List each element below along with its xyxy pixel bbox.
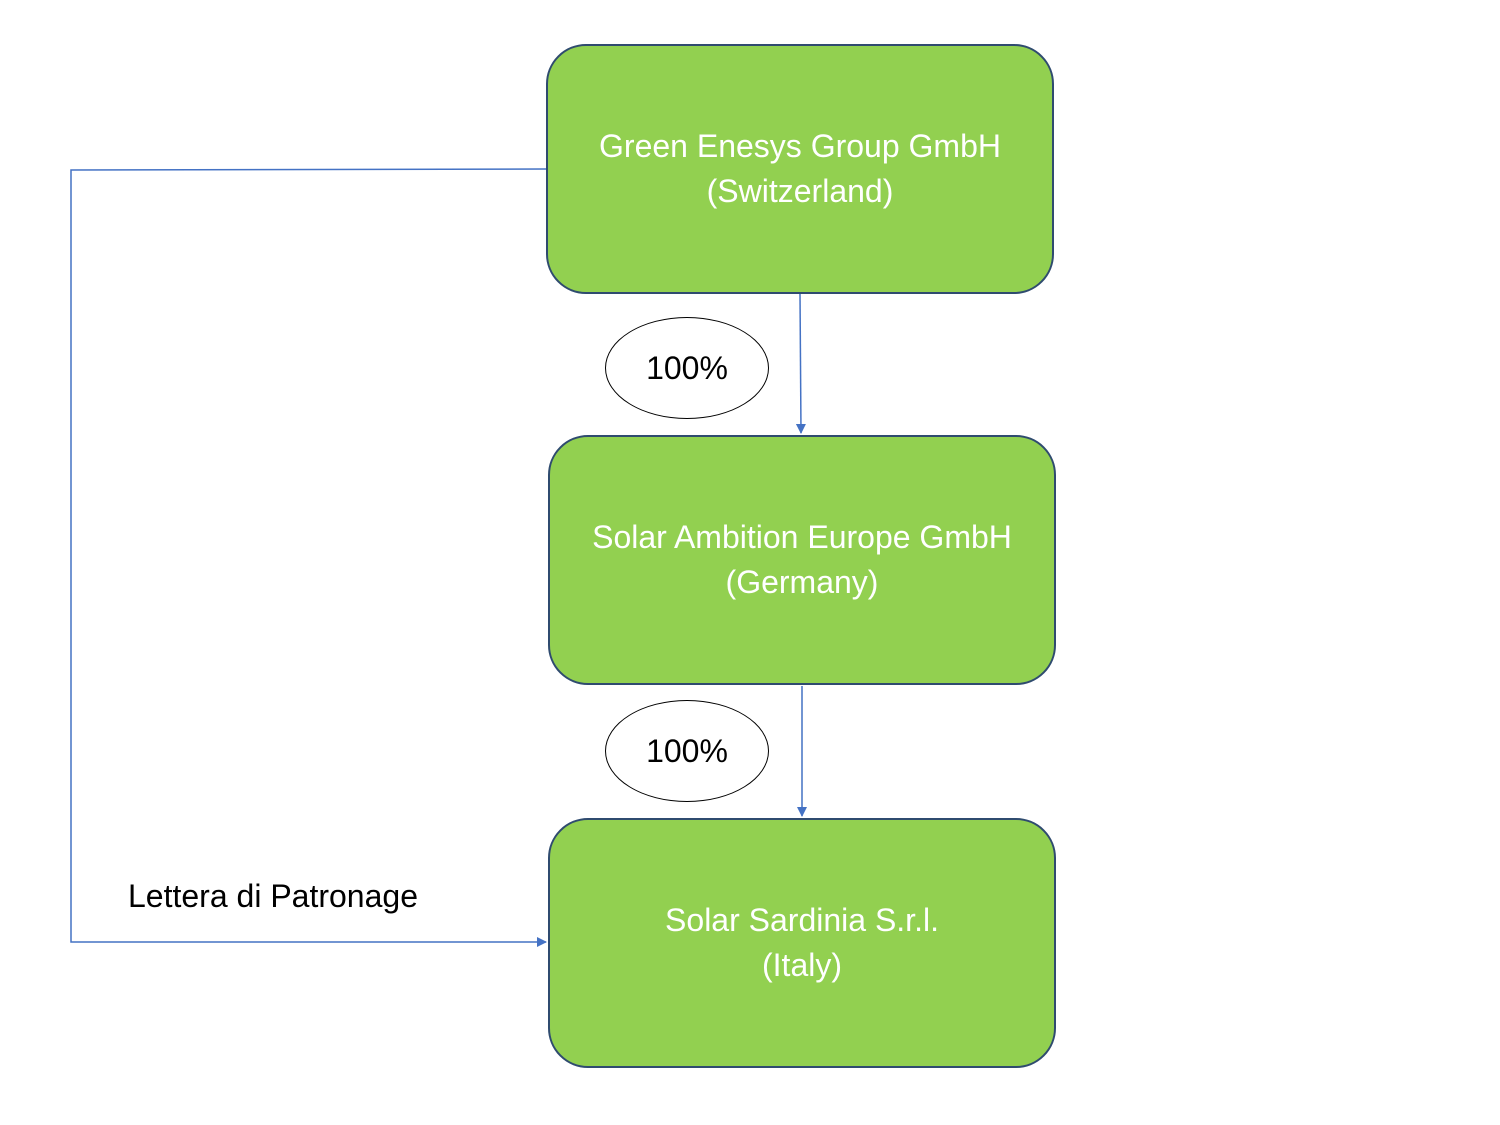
ownership-badge-middle: 100% <box>605 700 769 802</box>
connector-patronage <box>70 168 547 947</box>
entity-country: (Germany) <box>725 564 879 600</box>
ownership-percent: 100% <box>646 732 728 769</box>
entity-country: (Italy) <box>762 947 842 983</box>
entity-name: Solar Ambition Europe GmbH <box>592 519 1012 555</box>
entity-country: (Switzerland) <box>706 173 894 209</box>
entity-box-solar-ambition: Solar Ambition Europe GmbH (Germany) <box>548 435 1056 685</box>
ownership-percent: 100% <box>646 349 728 386</box>
entity-box-solar-sardinia: Solar Sardinia S.r.l. (Italy) <box>548 818 1056 1068</box>
patronage-label: Lettera di Patronage <box>128 878 418 914</box>
entity-name: Solar Sardinia S.r.l. <box>665 902 939 938</box>
entity-name: Green Enesys Group GmbH <box>599 128 1001 164</box>
entity-box-green-enesys: Green Enesys Group GmbH (Switzerland) <box>546 44 1054 294</box>
ownership-badge-top: 100% <box>605 317 769 419</box>
connector-top-to-middle <box>795 293 806 434</box>
